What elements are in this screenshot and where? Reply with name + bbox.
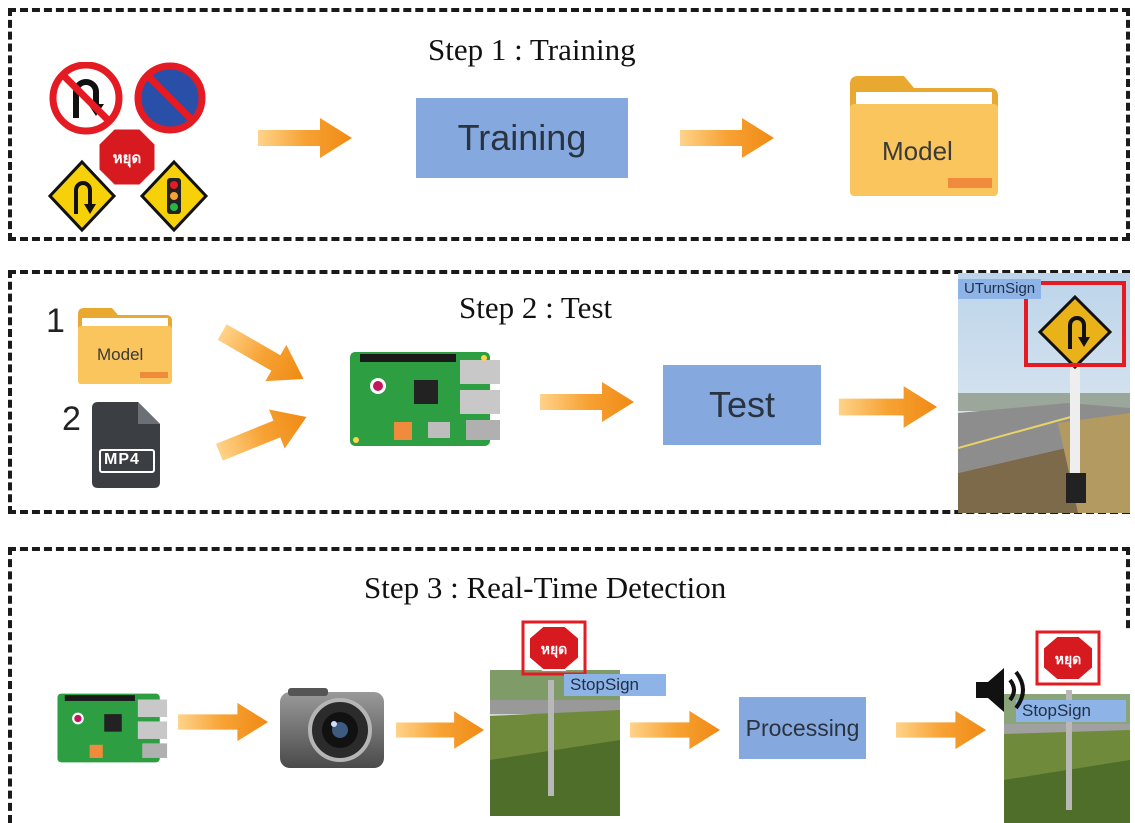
- svg-text:หยุด: หยุด: [541, 642, 568, 658]
- stop-sign-detected-icon: หยุด: [1035, 630, 1101, 686]
- step3-title: Step 3 : Real-Time Detection: [364, 570, 727, 605]
- stop-sign-icon: หยุด: [96, 126, 158, 188]
- arrow-icon: [217, 324, 304, 382]
- svg-text:หยุด: หยุด: [113, 149, 141, 168]
- detection-label-uturn: UTurnSign: [958, 279, 1042, 299]
- arrow-icon: [215, 409, 307, 461]
- arrow-icon: [896, 710, 987, 750]
- arrow-icon: [396, 711, 485, 749]
- processing-box: Processing: [739, 697, 866, 759]
- input-number-1: 1: [46, 302, 65, 340]
- step2-title: Step 2 : Test: [459, 290, 613, 325]
- training-box: Training: [416, 98, 628, 178]
- svg-text:หยุด: หยุด: [1055, 652, 1082, 668]
- model-folder-label: Model: [97, 345, 144, 364]
- dash-camera-icon: [280, 688, 384, 768]
- arrow-icon: [680, 118, 774, 158]
- u-turn-warning-sign-icon: [48, 159, 117, 233]
- camera-frame-stop-detection: [490, 670, 620, 816]
- arrow-icon: [258, 118, 352, 158]
- model-folder-icon: [850, 76, 998, 196]
- traffic-light-warning-sign-icon: [139, 159, 209, 233]
- traffic-signs-cluster: หยุด: [48, 62, 209, 233]
- road-photo-uturn-detection: [958, 273, 1130, 513]
- arrow-icon: [540, 382, 634, 422]
- raspberry-pi-board-icon: [350, 352, 500, 446]
- raspberry-pi-board-icon: [57, 693, 168, 763]
- output-frame-stop-detection: [1004, 630, 1130, 823]
- step1-title: Step 1 : Training: [428, 32, 636, 67]
- arrow-icon: [630, 710, 721, 750]
- model-folder-label: Model: [882, 136, 953, 166]
- arrow-icon: [838, 386, 938, 428]
- speaker-sound-icon: [976, 668, 1025, 712]
- step1-panel: [8, 8, 1130, 241]
- arrow-icon: [178, 702, 269, 742]
- model-folder-icon: [78, 308, 172, 384]
- no-parking-sign-icon: [134, 62, 206, 134]
- input-number-2: 2: [62, 400, 81, 438]
- detection-label-stop-2: StopSign: [1016, 700, 1126, 722]
- mp4-file-label: MP4: [104, 451, 140, 468]
- test-box: Test: [663, 365, 821, 445]
- detection-label-stop-1: StopSign: [564, 674, 666, 696]
- no-u-turn-sign-icon: [49, 62, 123, 135]
- mp4-file-icon: [92, 402, 160, 488]
- stop-sign-detected-icon: หยุด: [521, 620, 587, 676]
